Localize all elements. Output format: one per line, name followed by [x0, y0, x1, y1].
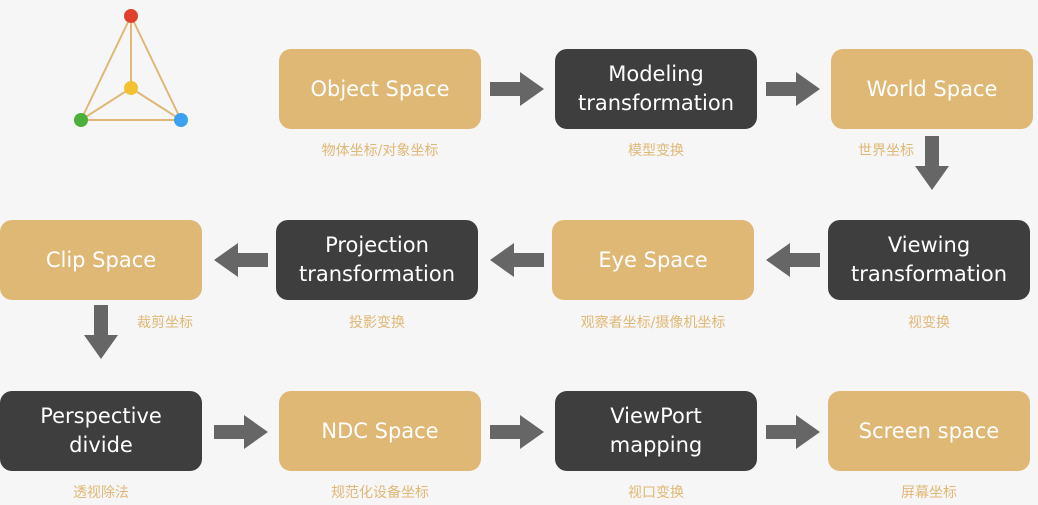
blue-vertex-icon: [174, 113, 188, 127]
perspective-divide-box: Perspective divide: [0, 391, 202, 471]
viewing-transformation-label: Viewing transformation: [850, 233, 1008, 286]
viewport-mapping-label: ViewPort mapping: [609, 404, 703, 457]
viewport-mapping-caption: 视口变换: [628, 485, 684, 501]
perspective-divide-caption: 透视除法: [73, 485, 129, 501]
arrow-eye-to-projection: [490, 243, 544, 277]
arrow-modeling-to-world: [766, 72, 820, 106]
viewing-transformation-caption: 视变换: [908, 315, 950, 331]
arrow-ndc-to-viewport: [490, 415, 544, 449]
modeling-transformation-caption: 模型变换: [628, 143, 684, 159]
object-space-box: Object Space: [279, 49, 481, 129]
object-space-label: Object Space: [310, 76, 450, 101]
clip-space-label: Clip Space: [45, 247, 157, 272]
eye-space-caption: 观察者坐标/摄像机坐标: [580, 315, 726, 331]
ndc-space-caption: 规范化设备坐标: [331, 485, 429, 501]
eye-space-box: Eye Space: [552, 220, 754, 300]
green-vertex-icon: [74, 113, 88, 127]
perspective-divide-label: Perspective divide: [40, 404, 162, 457]
viewport-mapping-box: ViewPort mapping: [555, 391, 757, 471]
viewing-transformation-box: Viewing transformation: [828, 220, 1030, 300]
modeling-transformation-label: Modeling transformation: [577, 62, 735, 115]
triangle-pyramid-logo: [74, 9, 188, 127]
world-space-box: World Space: [831, 49, 1033, 129]
projection-transformation-box: Projection transformation: [276, 220, 478, 300]
arrow-viewing-to-eye: [766, 243, 820, 277]
screen-space-label: Screen space: [858, 418, 1000, 443]
modeling-transformation-box: Modeling transformation: [555, 49, 757, 129]
world-space-caption: 世界坐标: [858, 143, 914, 159]
eye-space-label: Eye Space: [598, 247, 708, 272]
projection-transformation-label: Projection transformation: [298, 233, 456, 286]
screen-space-box: Screen space: [828, 391, 1030, 471]
object-space-caption: 物体坐标/对象坐标: [321, 143, 439, 159]
world-space-label: World Space: [866, 76, 998, 101]
ndc-space-box: NDC Space: [279, 391, 481, 471]
arrow-projection-to-clip: [214, 243, 268, 277]
arrow-viewport-to-screen: [766, 415, 820, 449]
red-vertex-icon: [124, 9, 138, 23]
clip-space-caption: 裁剪坐标: [137, 315, 193, 331]
projection-transformation-caption: 投影变换: [349, 315, 405, 331]
arrow-perspective-to-ndc: [214, 415, 268, 449]
clip-space-box: Clip Space: [0, 220, 202, 300]
ndc-space-label: NDC Space: [321, 418, 439, 443]
arrow-object-to-modeling: [490, 72, 544, 106]
yellow-vertex-icon: [124, 81, 138, 95]
screen-space-caption: 屏幕坐标: [901, 485, 957, 501]
